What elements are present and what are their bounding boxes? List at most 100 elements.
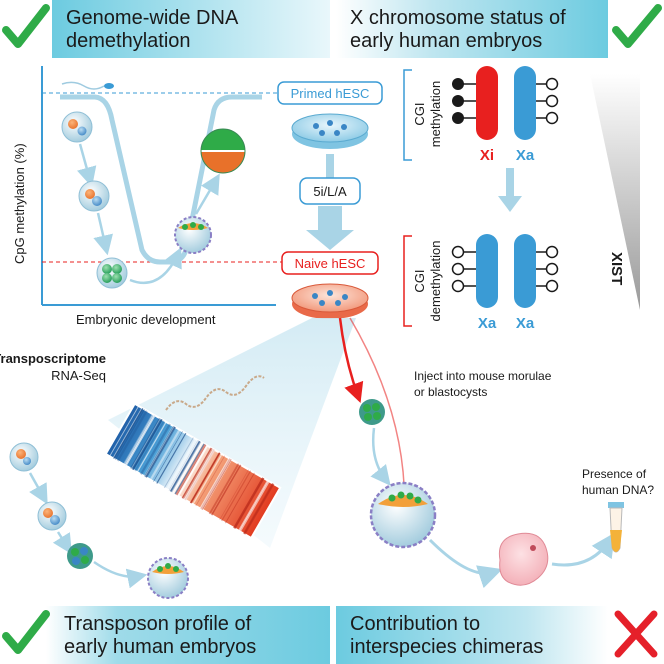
methylation-plot: CpG methylation (%) Embryonic developmen… [12,66,290,327]
cgi-demethylation-line2: demethylation [428,241,443,322]
heatmap-stripe [123,413,154,465]
naive-dish-icon [291,283,369,319]
bottom-development-series [9,442,189,599]
heatmap-stripe [208,463,240,515]
xi-label: Xi [480,147,494,164]
heatmap-stripe [175,444,206,495]
heatmap-stripe [192,453,223,505]
heatmap-stripe [165,438,197,490]
conversion-label: 5i/L/A [313,184,347,199]
rna-strand-icon [165,375,265,411]
heatmap-stripe [143,425,174,477]
bl-arrow-1 [28,472,48,505]
bl-arrow-3 [93,560,148,589]
xa-label-left: Xa [478,315,497,332]
heatmap-stripe [136,421,167,473]
heatmap-stripe [130,417,162,470]
heatmap-stripe [169,440,199,491]
inject-text-line2: or blastocysts [414,385,487,399]
check-icon-top-left [2,4,50,48]
heatmap-stripe [177,445,209,497]
heatmap-stripe [109,405,140,457]
y-axis-label: CpG methylation (%) [12,143,27,264]
chimera-arrow-2 [428,538,503,589]
heatmap-stripe [243,483,274,534]
heatmap-stripe [184,449,216,501]
banner-top-right: X chromosome status of early human embry… [336,0,662,58]
transposcriptome-title: Transposcriptome [0,351,106,366]
heatmap-stripe [124,414,156,467]
check-icon-bottom-left [2,610,50,654]
check-icon-top-right [612,4,662,48]
sperm-icon [61,81,114,90]
heatmap-stripe [200,458,231,510]
xa-label-top: Xa [516,147,535,164]
heatmap-stripe [131,418,161,469]
banner-bottom-left-line1: Transposon profile of [64,613,252,635]
heatmap-stripe [114,409,145,460]
banner-bottom-left: Transposon profile of early human embryo… [2,606,330,664]
conversion-box [299,177,361,205]
heatmap-stripe [221,470,252,522]
bl-blastocyst [147,557,189,599]
banner-bottom-right-line2: interspecies chimeras [350,636,543,658]
heatmap-stripe [243,483,274,535]
primed-hesc-label: Primed hESC [291,86,370,101]
heatmap-stripe [171,441,203,494]
heatmap-stripe [171,441,202,493]
mouse-blastocyst [369,481,437,549]
cgi-methylation-line1: CGI [412,102,427,125]
gastrula-stage [200,128,246,174]
cgi-methylation-line2: methylation [428,81,443,147]
heatmap-stripe [129,417,160,469]
heatmap-stripe [195,455,226,507]
heatmap-stripes [109,405,275,535]
bl-zygote [9,442,39,472]
x-status-arrow-head [498,196,522,212]
bl-morula [67,543,93,569]
xa-label-right: Xa [516,315,535,332]
banner-bottom-right: Contribution to interspecies chimeras [336,606,658,664]
heatmap-stripe [144,425,176,478]
banner-top-right-line1: X chromosome status of [350,7,566,29]
cgi-demethylation-line1: CGI [412,269,427,292]
heatmap [104,402,282,540]
xist-label: XIST [608,252,625,285]
heatmap-stripe [140,423,171,475]
xi-chromosome [452,66,498,140]
sequencing-beam [108,318,356,548]
presence-text-line2: human DNA? [582,483,654,497]
inject-text-line1: Inject into mouse morulae [414,369,552,383]
heatmap-stripe [163,437,194,489]
naive-hesc-group: Naive hESC [281,251,379,319]
heatmap-stripe [233,477,265,529]
banner-bottom-right-line1: Contribution to [350,613,480,635]
methylation-bracket [403,69,412,161]
primed-dish-icon [291,113,369,149]
mouse-morula [359,399,385,425]
heatmap-stripe [176,444,207,496]
x-status-panel: XIST CGI methylation Xi Xa CGI demethyla… [403,66,640,332]
dev-arrow-2 [93,212,113,256]
x-axis-label: Embryonic development [76,312,216,327]
heatmap-stripe [174,443,205,495]
heatmap-stripe [219,469,250,520]
heatmap-stripe [145,426,176,478]
heatmap-stripe [170,441,202,493]
heatmap-stripe [202,459,233,511]
blastocyst-stage [174,216,212,254]
zygote-cell [61,111,93,143]
heatmap-stripe [243,483,275,535]
presence-text-line1: Presence of [582,467,647,481]
xa-chromosome-left [451,234,498,308]
heatmap-stripe [134,420,165,472]
chimera-section: Inject into mouse morulae or blastocysts… [338,317,654,589]
heatmap-stripe [113,408,144,459]
mouse-embryo-icon [498,532,549,586]
banner-top-right-line2: early human embryos [350,30,542,52]
inject-arrow-morula [338,317,364,404]
heatmap-stripe [238,480,270,532]
heatmap-stripe [238,480,269,532]
xa-chromosome-top [514,66,559,140]
